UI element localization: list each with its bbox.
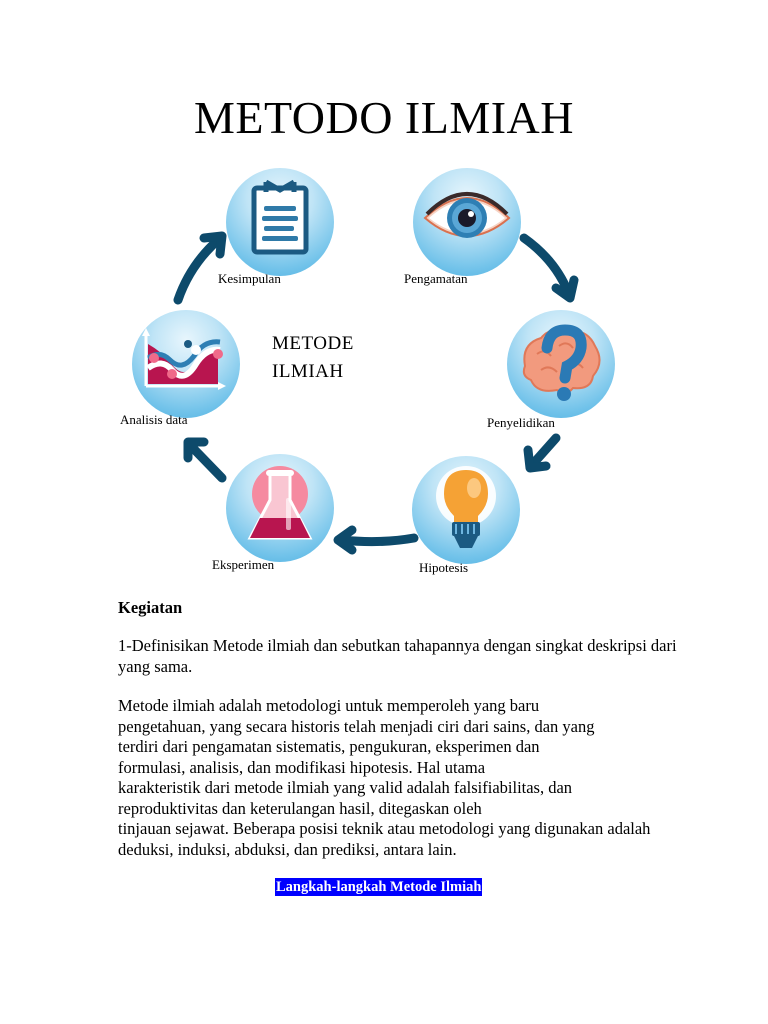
paragraph-line: pengetahuan, yang secara historis telah …: [118, 716, 595, 736]
chart-icon: [132, 310, 240, 418]
paragraph-line: reproduktivitas dan keterulangan hasil, …: [118, 798, 482, 818]
highlighted-heading: Langkah-langkah Metode Ilmiah: [275, 878, 482, 896]
scientific-method-cycle-diagram: Kesimpulan Pengamatan Pen: [0, 160, 768, 580]
flask-icon: [226, 454, 334, 562]
brain-question-icon: [507, 310, 615, 418]
section-heading: Kegiatan: [118, 598, 183, 617]
paragraph-line: formulasi, analisis, dan modifikasi hipo…: [118, 757, 486, 777]
cycle-arrows: [173, 231, 579, 555]
step-label-pengamatan: Pengamatan: [404, 271, 468, 286]
step-label-hipotesis: Hipotesis: [419, 560, 469, 575]
step-label-penyelidikan: Penyelidikan: [487, 415, 555, 430]
eye-icon: [413, 168, 521, 276]
document-title: METODO ILMIAH: [193, 92, 574, 143]
clipboard-icon: [226, 168, 334, 276]
paragraph-line: deduksi, induksi, abduksi, dan prediksi,…: [118, 839, 457, 859]
center-label-line-1: METODE: [272, 333, 354, 354]
paragraph-line: terdiri dari pengamatan sistematis, peng…: [118, 737, 540, 756]
paragraph-line: karakteristik dari metode ilmiah yang va…: [118, 778, 573, 797]
paragraph-line: Metode ilmiah adalah metodologi untuk me…: [118, 696, 540, 715]
step-label-eksperimen: Eksperimen: [212, 557, 275, 572]
question-text: 1-Definisikan Metode ilmiah dan sebutkan…: [118, 636, 677, 676]
center-label-line-2: ILMIAH: [272, 361, 344, 382]
step-label-analisis-data: Analisis data: [120, 412, 188, 427]
definition-paragraph: Metode ilmiah adalah metodologi untuk me…: [118, 696, 678, 860]
paragraph-line: tinjauan sejawat. Beberapa posisi teknik…: [118, 819, 651, 838]
arrow-icon: [173, 235, 223, 305]
diagram-center-label: METODE ILMIAH: [272, 330, 354, 386]
step-label-kesimpulan: Kesimpulan: [218, 271, 281, 286]
lightbulb-icon: [412, 456, 520, 564]
